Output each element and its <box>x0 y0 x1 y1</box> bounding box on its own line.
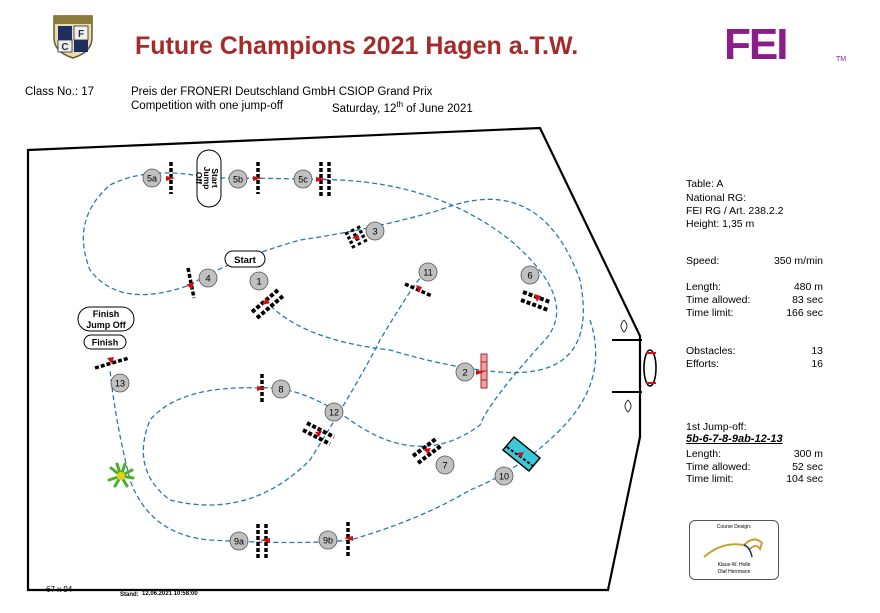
start-jump-off-line1: Start <box>210 168 220 188</box>
designer-name-1: Klaus-W. Holle <box>717 562 751 568</box>
obstacles-value: 13 <box>811 345 823 357</box>
finish-label-text: Finish <box>92 338 119 348</box>
speed-value: 350 m/min <box>773 255 823 267</box>
fei-logo: FEI <box>724 20 788 69</box>
arena-outline <box>26 126 642 592</box>
obstacle-7-number: 7 <box>442 461 447 472</box>
designer-horse-icon <box>703 538 764 558</box>
obstacle-1: 1 <box>249 271 285 320</box>
finish-label: Finish <box>83 334 127 350</box>
length-value: 480 m <box>793 281 823 293</box>
jumpoff-heading: 1st Jump-off: <box>686 421 747 433</box>
obstacle-13: 13 <box>94 356 130 393</box>
competition-type: Competition with one jump-off <box>131 100 283 112</box>
jumpoff-time-limit-label: Time limit: <box>686 473 734 485</box>
course-designer-box: Course Design: Klaus-W. Holle Olaf Herrm… <box>689 520 779 580</box>
crest-letter-c: C <box>61 42 68 53</box>
start-label: Start <box>224 250 266 268</box>
obstacle-12: 12 <box>302 402 344 446</box>
obstacle-3: 3 <box>344 221 385 249</box>
obstacle-6: 6 <box>520 265 551 312</box>
crest-letter-f: F <box>78 29 84 40</box>
jumpoff-length-value: 300 m <box>793 448 823 460</box>
stand-value: 12.06.2021 10:58:00 <box>142 591 198 597</box>
jumpoff-time-allowed-label: Time allowed: <box>686 461 751 473</box>
obstacle-5b: 5b <box>228 162 262 194</box>
page-title: Future Champions 2021 Hagen a.T.W. <box>135 32 579 60</box>
obstacle-2: 2 <box>455 353 488 389</box>
date-suffix-sup: th <box>396 100 404 109</box>
obstacle-5a-number: 5a <box>147 174 157 184</box>
designer-heading: Course Design: <box>716 524 752 530</box>
class-number: Class No.: 17 <box>25 86 95 98</box>
fei-trademark: TM <box>836 56 847 63</box>
class-name: Preis der FRONERI Deutschland GmbH CSIOP… <box>131 86 433 98</box>
start-jump-off-line2: Jump <box>202 167 212 190</box>
obstacle-9b-number: 9b <box>323 536 333 546</box>
plant-decoration <box>107 462 135 488</box>
obstacle-5c: 5c <box>293 162 331 196</box>
map-size: 67 x 94 <box>46 585 73 594</box>
date-prefix: Saturday, 12 <box>332 102 397 115</box>
stand-label: Stand: <box>120 592 139 598</box>
course-track-finish <box>109 319 597 544</box>
efforts-value: 16 <box>811 358 823 370</box>
date-suffix: of June 2021 <box>406 102 473 115</box>
obstacle-13-number: 13 <box>115 379 125 389</box>
obstacle-12-number: 12 <box>329 408 339 418</box>
obstacle-10-number: 10 <box>499 472 509 482</box>
start-label-text: Start <box>234 255 256 266</box>
entrance-gate <box>612 319 657 413</box>
obstacle-1-number: 1 <box>256 277 261 288</box>
obstacle-9a: 9a <box>229 524 270 558</box>
designer-name-2: Olaf Herrmann <box>717 569 751 575</box>
obstacle-5b-number: 5b <box>233 175 243 185</box>
obstacle-4: 4 <box>186 267 218 299</box>
length-label: Length: <box>686 281 722 293</box>
obstacle-5a: 5a <box>142 162 175 194</box>
finish-jump-off-line2: Jump Off <box>86 320 127 330</box>
obstacle-7: 7 <box>411 436 455 475</box>
obstacle-8-number: 8 <box>278 385 283 396</box>
jumpoff-time-limit-value: 104 sec <box>786 473 823 485</box>
time-limit-value: 166 sec <box>786 307 823 319</box>
course-track <box>82 172 584 506</box>
obstacle-10: 10 <box>494 436 541 486</box>
club-crest-logo: F C <box>50 12 96 60</box>
obstacle-11: 11 <box>404 262 438 298</box>
fei-rule: FEI RG / Art. 238.2.2 <box>686 205 784 217</box>
obstacle-3-number: 3 <box>372 227 377 238</box>
obstacle-6-number: 6 <box>527 271 532 282</box>
national-rule: National RG: <box>686 192 747 204</box>
obstacle-9b: 9b <box>318 522 353 556</box>
obstacle-4-number: 4 <box>205 274 210 285</box>
jumpoff-sequence: 5b-6-7-8-9ab-12-13 <box>686 433 783 445</box>
table-rule: Table: A <box>686 178 724 190</box>
efforts-label: Efforts: <box>686 358 720 370</box>
obstacle-5c-number: 5c <box>298 175 308 185</box>
start-jump-off-line3: Off <box>194 172 204 184</box>
obstacle-2-number: 2 <box>462 368 467 379</box>
speed-label: Speed: <box>686 255 720 267</box>
obstacle-11-number: 11 <box>423 268 432 278</box>
time-limit-label: Time limit: <box>686 307 734 319</box>
obstacle-9a-number: 9a <box>234 537 244 547</box>
jumpoff-length-label: Length: <box>686 448 722 460</box>
start-jump-off-label: Start Jump Off <box>194 149 222 208</box>
competition-date: Saturday, 12th of June 2021 <box>332 100 473 115</box>
finish-jump-off-line1: Finish <box>93 309 120 319</box>
height-rule: Height: 1,35 m <box>686 218 755 230</box>
jumpoff-time-allowed-value: 52 sec <box>792 461 823 473</box>
time-allowed-label: Time allowed: <box>686 294 751 306</box>
time-allowed-value: 83 sec <box>792 294 823 306</box>
finish-jump-off-label: Finish Jump Off <box>77 306 135 332</box>
obstacle-8: 8 <box>257 374 291 402</box>
obstacles-label: Obstacles: <box>686 345 736 357</box>
